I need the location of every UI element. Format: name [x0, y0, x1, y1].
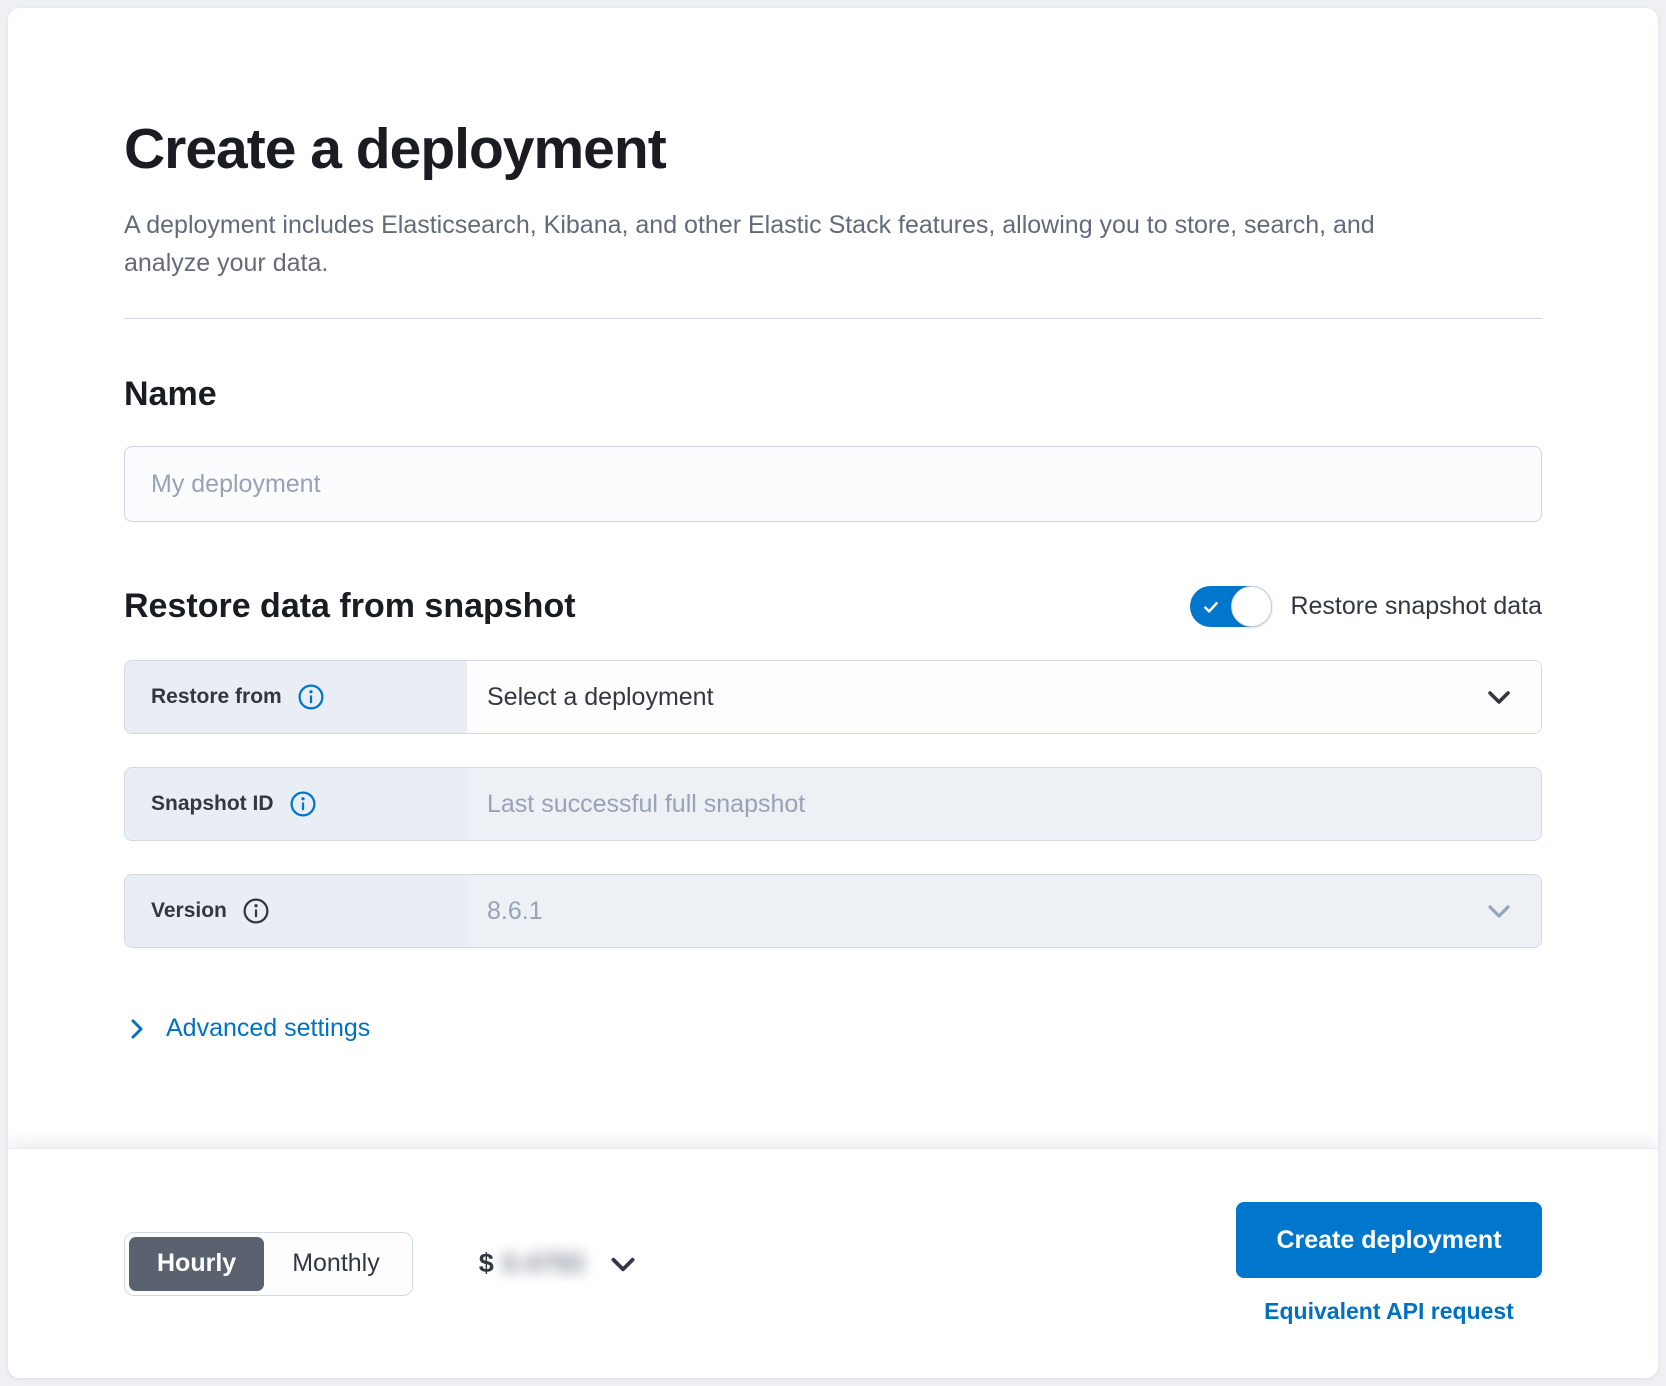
page-title: Create a deployment: [124, 117, 667, 181]
price-amount-blurred: 0.4793: [501, 1248, 585, 1278]
snapshot-id-row: Snapshot ID: [124, 767, 1542, 841]
page-subtitle: A deployment includes Elasticsearch, Kib…: [124, 211, 1375, 277]
restore-from-label: Restore from: [125, 661, 467, 733]
version-label: Version: [125, 875, 467, 947]
version-select: 8.6.1: [467, 875, 1541, 947]
equivalent-api-request-link[interactable]: Equivalent API request: [1264, 1298, 1514, 1324]
snapshot-id-input: [467, 768, 1541, 840]
price-dropdown[interactable]: $ 0.4793: [479, 1247, 641, 1281]
info-icon[interactable]: [290, 791, 316, 817]
create-deployment-button[interactable]: Create deployment: [1236, 1202, 1542, 1278]
info-icon[interactable]: [243, 898, 269, 924]
version-row: Version 8.6.1: [124, 874, 1542, 948]
main-content: Create a deployment A deployment include…: [8, 8, 1658, 1148]
advanced-settings-link[interactable]: Advanced settings: [124, 1014, 370, 1043]
info-icon[interactable]: [298, 684, 324, 710]
restore-snapshot-toggle-label[interactable]: Restore snapshot data: [1290, 592, 1542, 620]
name-heading: Name: [124, 375, 217, 413]
chevron-down-icon: [1483, 895, 1515, 927]
restore-snapshot-heading: Restore data from snapshot: [124, 587, 576, 625]
toggle-knob: [1231, 586, 1273, 627]
billing-interval-toggle: Hourly Monthly: [124, 1231, 413, 1296]
restore-from-row: Restore from Select a deployment: [124, 660, 1542, 734]
chevron-down-icon: [1483, 681, 1515, 713]
billing-monthly-button[interactable]: Monthly: [264, 1237, 408, 1291]
price-currency: $: [478, 1248, 494, 1278]
deployment-name-input[interactable]: [124, 446, 1542, 522]
chevron-right-icon: [124, 1016, 150, 1042]
snapshot-id-label: Snapshot ID: [125, 768, 467, 840]
billing-hourly-button[interactable]: Hourly: [129, 1236, 265, 1291]
check-icon: [1201, 597, 1221, 617]
restore-from-select[interactable]: Select a deployment: [467, 661, 1541, 733]
chevron-down-icon: [606, 1247, 640, 1281]
bottom-bar: Hourly Monthly $ 0.4793 Create deploymen…: [8, 1148, 1658, 1378]
restore-snapshot-toggle[interactable]: [1190, 586, 1273, 627]
create-deployment-panel: Create a deployment A deployment include…: [8, 8, 1658, 1378]
divider: [124, 318, 1542, 319]
